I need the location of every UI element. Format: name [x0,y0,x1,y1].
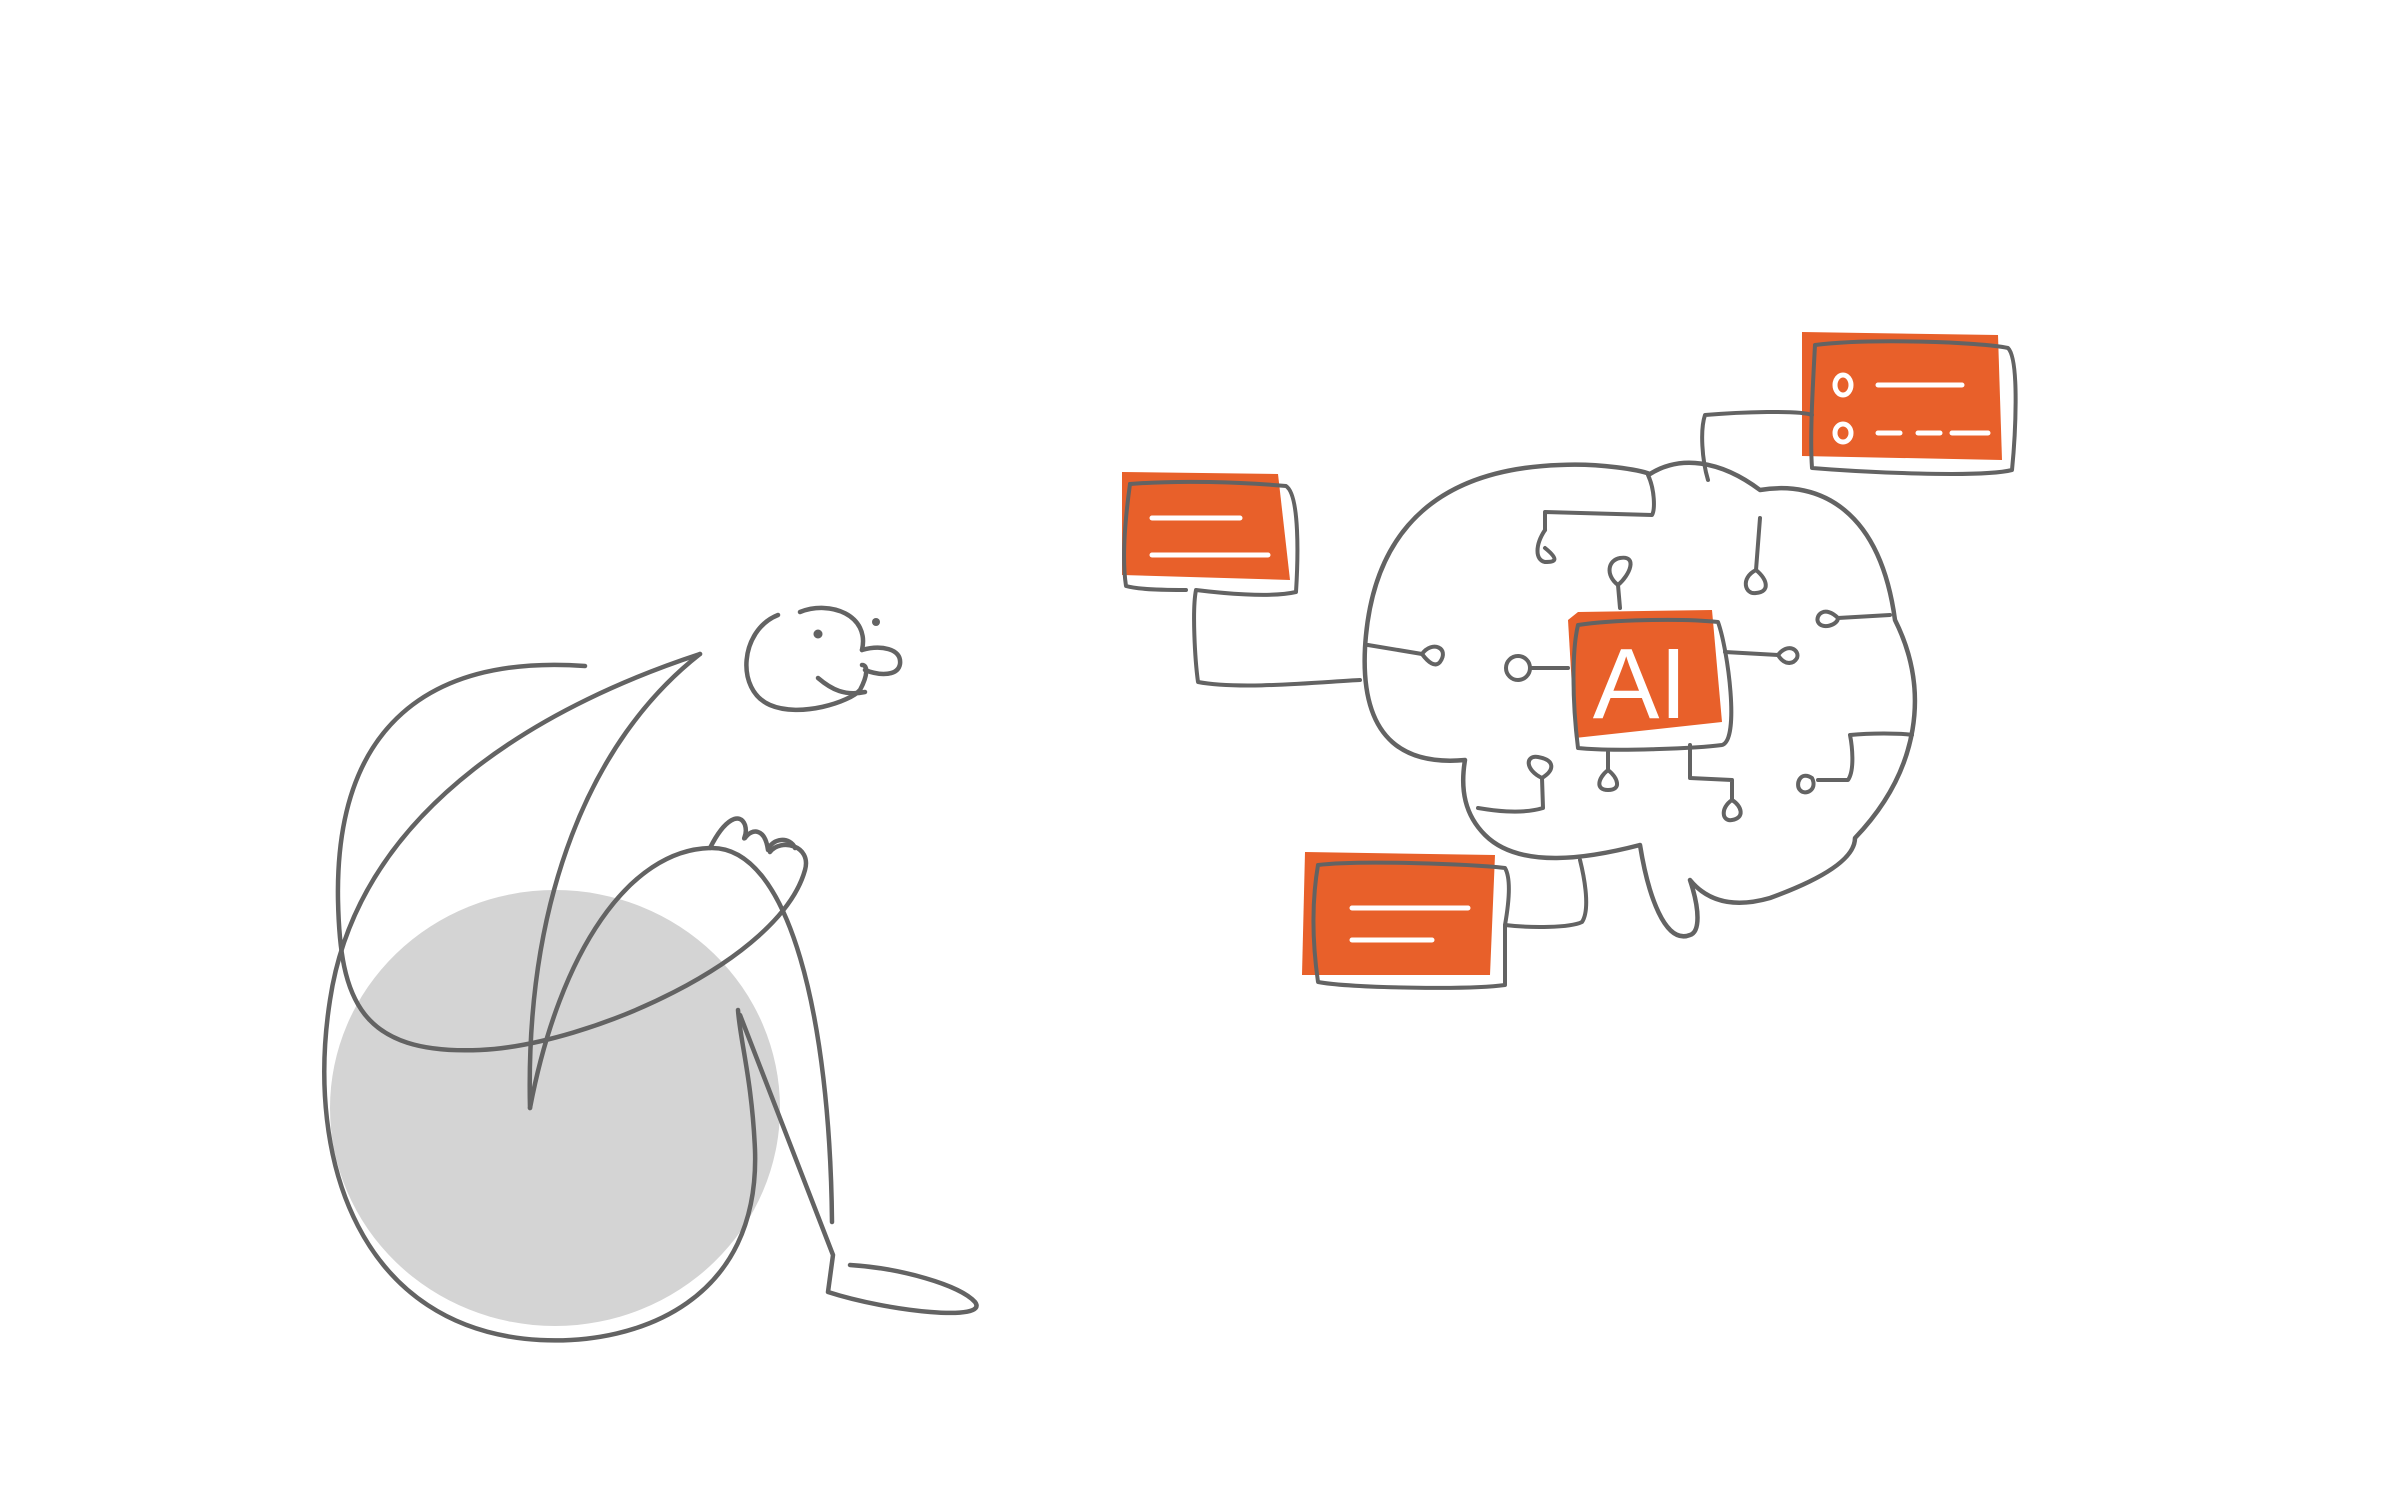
ai-chip-icon: AI [1568,610,1734,752]
ball-icon [330,890,780,1326]
person-torso-curve [527,651,703,1111]
list-card-icon [1700,332,2018,482]
person-sitting-illustration [322,605,979,1343]
note-card-icon [1122,472,1362,688]
person-shin-outline [737,1012,979,1316]
brain-icon [1362,460,1918,939]
note-card-icon [1302,852,1589,990]
person-hand-outline [707,816,798,853]
person-head [744,605,903,713]
person-back-outline [335,662,809,1053]
person-body-outline [322,651,758,1343]
ai-chip-label: AI [1593,628,1687,740]
